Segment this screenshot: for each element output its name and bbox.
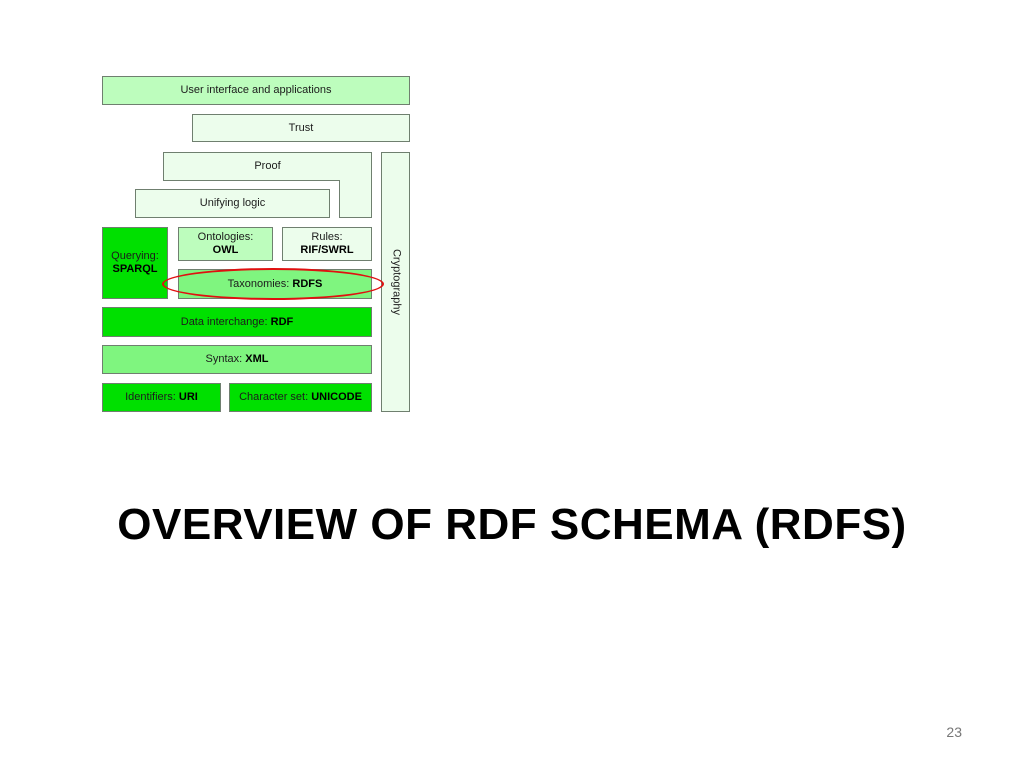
layer-unifying-logic-label: Unifying logic (199, 197, 266, 209)
layer-data-interchange-value: RDF (270, 315, 294, 328)
layer-cryptography: Cryptography (381, 152, 410, 412)
layer-querying: Querying: SPARQL (102, 227, 168, 299)
rdfs-highlight-ellipse (162, 268, 384, 300)
layer-ui-applications: User interface and applications (102, 76, 410, 105)
layer-trust: Trust (192, 114, 410, 142)
layer-data-interchange-prefix: Data interchange: (180, 315, 271, 328)
layer-cryptography-label: Cryptography (390, 248, 402, 316)
layer-rules-value: RIF/SWRL (300, 244, 354, 256)
slide-title: OVERVIEW OF RDF SCHEMA (RDFS) (117, 500, 907, 549)
layer-proof-label: Proof (254, 160, 281, 172)
layer-querying-value: SPARQL (112, 263, 158, 275)
layer-rules-prefix: Rules: (311, 231, 343, 243)
layer-syntax-value: XML (245, 353, 269, 365)
layer-ontologies-value: OWL (212, 244, 239, 256)
layer-querying-prefix: Querying: (111, 250, 159, 262)
layer-proof-outline (163, 152, 372, 218)
layer-ui-applications-label: User interface and applications (180, 84, 332, 96)
layer-trust-label: Trust (288, 121, 314, 134)
layer-identifiers-value: URI (178, 391, 198, 403)
layer-syntax-prefix: Syntax: (205, 353, 246, 365)
layer-unifying-logic: Unifying logic (135, 189, 330, 218)
layer-character-set-value: UNICODE (311, 391, 362, 403)
layer-identifiers-prefix: Identifiers: (125, 391, 179, 403)
layer-ontologies: Ontologies: OWL (178, 227, 273, 261)
layer-character-set-prefix: Character set: (239, 391, 312, 403)
layer-data-interchange: Data interchange: RDF (102, 307, 372, 337)
layer-identifiers: Identifiers: URI (102, 383, 221, 412)
layer-character-set: Character set: UNICODE (229, 383, 372, 412)
layer-ontologies-prefix: Ontologies: (197, 231, 254, 243)
layer-proof: Proof (164, 153, 371, 180)
layer-rules: Rules: RIF/SWRL (282, 227, 372, 261)
slide-page-number: 23 (946, 724, 962, 740)
layer-syntax: Syntax: XML (102, 345, 372, 374)
